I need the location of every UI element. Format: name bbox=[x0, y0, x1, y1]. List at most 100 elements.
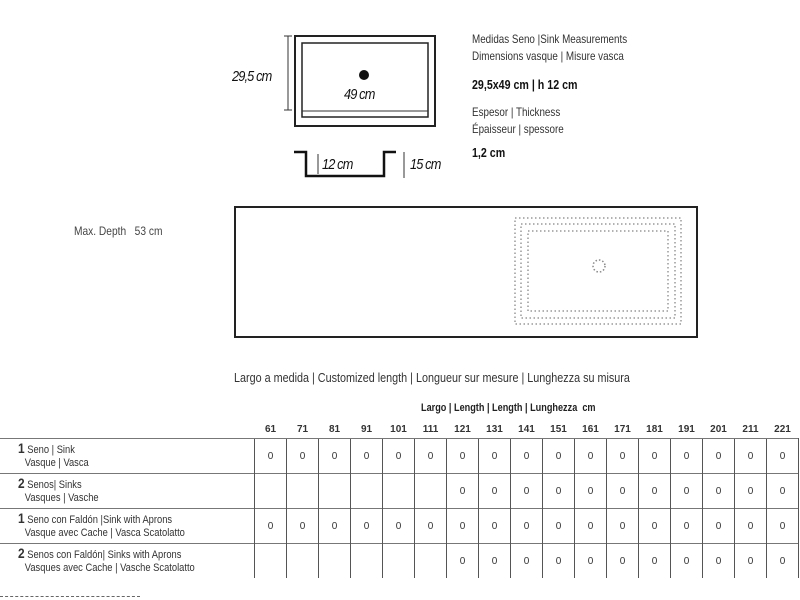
table-cell: 0 bbox=[574, 473, 607, 509]
table-cell: 0 bbox=[254, 438, 287, 474]
length-header-cell: 191 bbox=[678, 423, 695, 435]
table-cell: 0 bbox=[606, 543, 639, 578]
table-cell bbox=[254, 543, 287, 578]
table-cell: 0 bbox=[446, 438, 479, 474]
table-cell: 0 bbox=[702, 473, 735, 509]
table-cell: 0 bbox=[638, 438, 671, 474]
table-cell: 0 bbox=[702, 438, 735, 474]
profile-outline bbox=[294, 150, 396, 178]
sink-depth-label: 12 cm bbox=[322, 156, 353, 173]
table-cell: 0 bbox=[766, 473, 799, 509]
max-depth-value: 53 cm bbox=[134, 224, 163, 238]
table-cell: 0 bbox=[766, 508, 799, 544]
sink-count: 1 bbox=[18, 510, 25, 526]
table-cell: 0 bbox=[670, 543, 703, 578]
length-header-cell: 121 bbox=[454, 423, 471, 435]
measure-heading-2: Dimensions vasque | Misure vasca bbox=[472, 49, 624, 63]
thickness-value: 1,2 cm bbox=[472, 145, 506, 160]
table-cell bbox=[318, 473, 351, 509]
table-cell: 0 bbox=[510, 543, 543, 578]
table-cell bbox=[286, 543, 319, 578]
length-header-cell: 91 bbox=[360, 423, 373, 435]
table-cell: 0 bbox=[382, 508, 415, 544]
table-cell: 0 bbox=[510, 508, 543, 544]
table-cell: 0 bbox=[286, 438, 319, 474]
table-cell: 0 bbox=[318, 438, 351, 474]
sink-height-label: 15 cm bbox=[410, 156, 441, 173]
table-cell: 0 bbox=[510, 473, 543, 509]
table-cell: 0 bbox=[638, 473, 671, 509]
length-header-cell: 161 bbox=[582, 423, 599, 435]
table-cell bbox=[318, 543, 351, 578]
table-cell: 0 bbox=[670, 473, 703, 509]
length-header-cell: 151 bbox=[550, 423, 567, 435]
table-cell: 0 bbox=[702, 543, 735, 578]
table-cell: 0 bbox=[574, 543, 607, 578]
countertop-outline bbox=[234, 206, 698, 338]
table-cell: 0 bbox=[574, 438, 607, 474]
table-cell: 0 bbox=[542, 508, 575, 544]
table-cell: 0 bbox=[606, 508, 639, 544]
table-cell: 0 bbox=[446, 508, 479, 544]
table-cell: 0 bbox=[542, 543, 575, 578]
basin-middle-dotted bbox=[520, 223, 676, 319]
table-cell: 0 bbox=[574, 508, 607, 544]
table-cell: 0 bbox=[702, 508, 735, 544]
table-cell: 0 bbox=[318, 508, 351, 544]
length-header-cell: 201 bbox=[710, 423, 727, 435]
table-cell: 0 bbox=[670, 438, 703, 474]
drain-dotted bbox=[592, 259, 606, 273]
length-header-cell: 81 bbox=[328, 423, 341, 435]
thickness-heading-2: Épaisseur | spessore bbox=[472, 122, 564, 136]
table-cell: 0 bbox=[766, 543, 799, 578]
table-cell: 0 bbox=[734, 543, 767, 578]
table-cell: 0 bbox=[350, 508, 383, 544]
length-header-cell: 101 bbox=[390, 423, 407, 435]
table-cell: 0 bbox=[446, 543, 479, 578]
length-header: Largo | Length | Length | Lunghezza cm bbox=[421, 402, 596, 414]
length-header-cell: 221 bbox=[774, 423, 791, 435]
table-cell: 0 bbox=[670, 508, 703, 544]
sink-length-label: 49 cm bbox=[344, 86, 375, 103]
table-cell: 0 bbox=[734, 508, 767, 544]
table-cell: 0 bbox=[542, 473, 575, 509]
table-cell: 0 bbox=[478, 543, 511, 578]
table-cell: 0 bbox=[286, 508, 319, 544]
sink-count: 2 bbox=[18, 475, 25, 491]
table-cell: 0 bbox=[478, 473, 511, 509]
measure-value: 29,5x49 cm | h 12 cm bbox=[472, 77, 578, 92]
table-cell: 0 bbox=[734, 438, 767, 474]
sink-outer-outline bbox=[294, 35, 436, 127]
footer-divider bbox=[0, 596, 140, 597]
length-header-cell: 211 bbox=[742, 423, 759, 435]
length-header-cell: 61 bbox=[264, 423, 277, 435]
sink-count: 1 bbox=[18, 440, 25, 456]
sink-count: 2 bbox=[18, 545, 25, 561]
table-cell: 0 bbox=[606, 438, 639, 474]
table-cell: 0 bbox=[638, 508, 671, 544]
table-cell: 0 bbox=[446, 473, 479, 509]
drain-hole bbox=[359, 70, 369, 80]
countertop-top-view-diagram bbox=[234, 206, 698, 338]
table-cell bbox=[382, 473, 415, 509]
length-header-cell: 141 bbox=[518, 423, 535, 435]
sink-inner-outline bbox=[301, 42, 429, 118]
table-cell: 0 bbox=[382, 438, 415, 474]
table-cell bbox=[254, 473, 287, 509]
table-cell bbox=[286, 473, 319, 509]
table-cell: 0 bbox=[542, 438, 575, 474]
table-cell: 0 bbox=[414, 508, 447, 544]
basin-outer-dotted bbox=[514, 217, 682, 325]
table-caption: Largo a medida | Customized length | Lon… bbox=[234, 370, 630, 385]
table-cell: 0 bbox=[350, 438, 383, 474]
table-cell bbox=[414, 473, 447, 509]
thickness-heading-1: Espesor | Thickness bbox=[472, 105, 561, 119]
table-cell: 0 bbox=[766, 438, 799, 474]
